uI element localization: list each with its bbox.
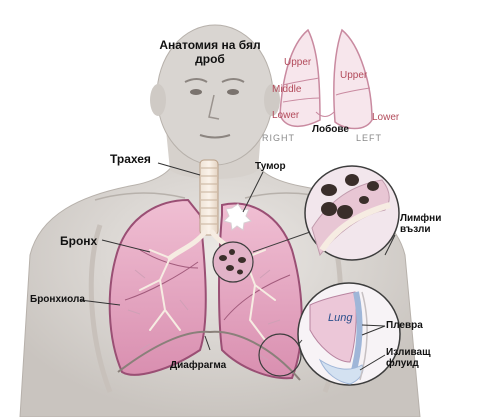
lymph-nodes-label-line-1: Лимфни xyxy=(400,213,442,224)
tumor-label: Тумор xyxy=(255,161,286,172)
effusion-label-line-1: Изливащ xyxy=(386,347,431,358)
eyebrow-left xyxy=(184,78,208,83)
diaphragm-label: Диафрагма xyxy=(170,360,227,371)
bronchus-label: Бронх xyxy=(60,234,98,248)
inset-right-lower-label: Lower xyxy=(272,110,300,121)
lymph-node-cluster xyxy=(321,174,379,219)
lymph-nodes-label-line-2: възли xyxy=(400,224,431,235)
diaphragm xyxy=(117,330,301,381)
inset-right-middle-label: Middle xyxy=(272,84,302,95)
inset-left-upper-label: Upper xyxy=(340,70,368,81)
pleura-label: Плевра xyxy=(386,320,423,331)
effusion-inset-lung-label: Lung xyxy=(328,312,353,324)
bronchiole-label: Бронхиола xyxy=(30,294,85,305)
eyebrow-right xyxy=(221,78,245,83)
lymph-node-inset xyxy=(304,165,400,261)
ear-left xyxy=(150,84,166,116)
inset-right-lung xyxy=(279,28,321,127)
lymph-node-focus xyxy=(212,241,254,283)
inset-left-side-label: LEFT xyxy=(356,133,383,143)
diagram-title: Анатомия на бял дроб xyxy=(130,38,290,66)
lobes-label: Лобове xyxy=(312,124,349,135)
trachea-label: Трахея xyxy=(110,152,151,166)
inset-left-lower-label: Lower xyxy=(372,112,400,123)
right-lung xyxy=(108,198,207,376)
title-line-1: Анатомия на бял xyxy=(159,38,261,52)
effusion-label-line-2: флуид xyxy=(386,358,419,369)
title-line-2: дроб xyxy=(195,52,225,66)
inset-right-upper-label: Upper xyxy=(284,57,312,68)
effusion-inset xyxy=(297,282,401,386)
lobes-inset xyxy=(279,28,373,130)
effusion-focus xyxy=(258,333,302,377)
lymph-nodes-label: Лимфни възли xyxy=(400,213,441,235)
ear-right xyxy=(264,84,280,116)
inset-left-lung xyxy=(333,28,373,130)
inset-right-side-label: RIGHT xyxy=(262,133,295,143)
effusion-label: Изливащ флуид xyxy=(386,347,431,369)
